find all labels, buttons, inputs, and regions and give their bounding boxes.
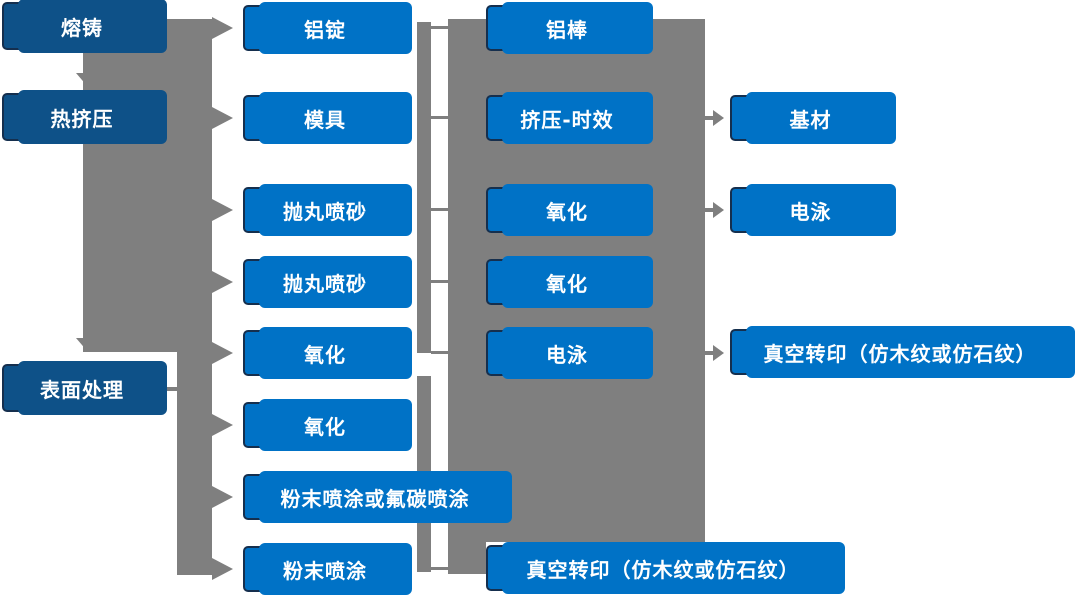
node-jiya-shixiao: 挤压-时效 bbox=[486, 92, 653, 144]
node-biaomian: 表面处理 bbox=[2, 361, 167, 415]
node-jicai: 基材 bbox=[730, 92, 896, 144]
node-yanghua1: 氧化 bbox=[243, 327, 412, 379]
node-fenmo-futan: 粉末喷涂或氟碳喷涂 bbox=[243, 471, 512, 523]
connector-left-tall-bar bbox=[177, 19, 212, 575]
connector-stub-jiya bbox=[431, 116, 448, 119]
connector-mid-bar-top bbox=[417, 22, 431, 353]
arrow-right-to-fenmo-icon bbox=[212, 558, 233, 580]
arrow-down-to-rejiya-icon bbox=[76, 73, 100, 87]
node-dianyong1: 电泳 bbox=[486, 327, 653, 379]
arrow-head bbox=[713, 345, 724, 361]
connector-stub-bottom bbox=[431, 567, 448, 570]
arrow-right-to-zhenkong-icon bbox=[704, 345, 724, 361]
arrow-right-to-muju-icon bbox=[212, 107, 233, 129]
arrow-tail bbox=[704, 351, 713, 355]
node-muju: 模具 bbox=[243, 92, 412, 144]
arrow-right-to-lvding-icon bbox=[212, 17, 233, 39]
node-fenmo: 粉末喷涂 bbox=[243, 543, 412, 595]
node-zhenkong-bottom: 真空转印（仿木纹或仿石纹） bbox=[486, 542, 845, 594]
arrow-down-to-biaomian-icon bbox=[76, 338, 100, 352]
arrow-head bbox=[713, 110, 724, 126]
arrow-right-to-jicai-icon bbox=[704, 110, 724, 126]
connector-stub-lvbang bbox=[431, 26, 448, 29]
node-lvbang: 铝棒 bbox=[486, 2, 653, 54]
connector-stub-dianyong bbox=[431, 351, 448, 354]
arrow-right-to-paowan2-icon bbox=[212, 271, 233, 293]
node-yanghua3: 氧化 bbox=[486, 184, 653, 236]
arrow-head bbox=[713, 202, 724, 218]
connector-stub-yanghua4 bbox=[431, 280, 448, 283]
node-lvding: 铝锭 bbox=[243, 2, 412, 54]
arrow-right-to-dianyong2-icon bbox=[704, 202, 724, 218]
arrow-right-to-yanghua2-icon bbox=[212, 414, 233, 436]
arrow-right-to-yanghua1-icon bbox=[212, 342, 233, 364]
node-rongzhu: 熔铸 bbox=[2, 0, 167, 53]
node-dianyong2: 电泳 bbox=[730, 184, 896, 236]
node-paowan1: 抛丸喷砂 bbox=[243, 184, 412, 236]
node-yanghua4: 氧化 bbox=[486, 256, 653, 308]
arrow-tail bbox=[704, 208, 713, 212]
node-paowan2: 抛丸喷砂 bbox=[243, 256, 412, 308]
connector-stub-biaomian bbox=[161, 387, 179, 391]
connector-stub-yanghua3 bbox=[431, 208, 448, 211]
node-zhenkong-right: 真空转印（仿木纹或仿石纹） bbox=[730, 326, 1075, 378]
connector-main-block-ext bbox=[448, 540, 486, 574]
arrow-right-to-fenmofutan-icon bbox=[212, 486, 233, 508]
arrow-right-to-paowan1-icon bbox=[212, 199, 233, 221]
arrow-tail bbox=[704, 116, 713, 120]
node-yanghua2: 氧化 bbox=[243, 399, 412, 451]
node-rejiya: 热挤压 bbox=[2, 90, 167, 144]
